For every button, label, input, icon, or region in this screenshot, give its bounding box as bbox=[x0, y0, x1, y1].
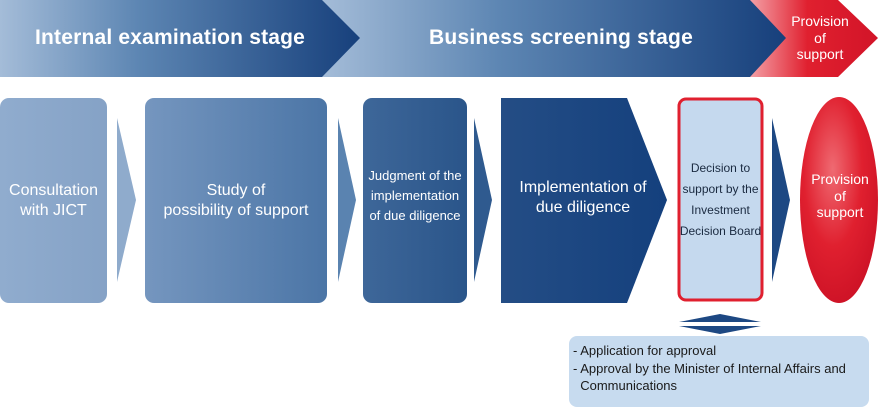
internal-stage-label: Internal examination stage bbox=[34, 26, 306, 50]
connector-arrow-2 bbox=[338, 118, 356, 282]
down-arrow-icon bbox=[679, 326, 761, 334]
decision-label: Decision to support by the Investment De… bbox=[679, 160, 762, 238]
implementation-label: Implementation of due diligence bbox=[519, 179, 647, 216]
decision-box bbox=[677, 97, 764, 302]
consultation-box bbox=[0, 98, 107, 303]
note-line: Communications bbox=[573, 378, 678, 394]
screening-stage-arrow bbox=[322, 0, 788, 77]
judgment-label: Judgment of the implementation of due di… bbox=[368, 167, 462, 224]
study-label: Study of possibility of support bbox=[163, 181, 309, 219]
provision-stage-arrow bbox=[750, 0, 878, 77]
study-box bbox=[145, 98, 327, 303]
consultation-label: Consultation with JICT bbox=[9, 181, 98, 219]
implementation-box bbox=[501, 98, 667, 303]
provision-label: Provision of support bbox=[811, 170, 869, 221]
note-line: - Approval by the Minister of Internal A… bbox=[573, 360, 846, 376]
internal-stage-arrow bbox=[0, 0, 363, 77]
connector-arrow-4 bbox=[772, 118, 790, 282]
note-line: - Application for approval bbox=[573, 343, 717, 358]
approval-note: - Application for approval - Approval by… bbox=[569, 336, 869, 407]
provision-stage-label: Provision of support bbox=[791, 12, 849, 63]
screening-stage-label: Business screening stage bbox=[429, 26, 693, 50]
connector-arrow-1 bbox=[117, 118, 136, 282]
connector-arrow-3 bbox=[474, 118, 492, 282]
down-arrow-icon bbox=[679, 314, 761, 322]
provision-ellipse bbox=[800, 97, 878, 303]
judgment-box bbox=[363, 98, 467, 303]
